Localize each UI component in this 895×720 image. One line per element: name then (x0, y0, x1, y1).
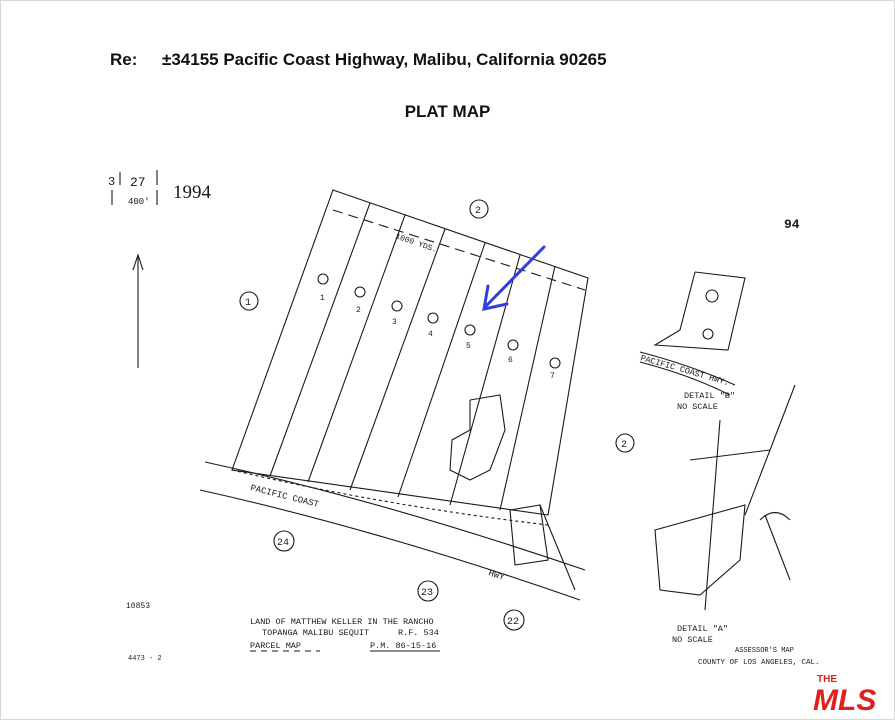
parcel-line (307, 214, 406, 483)
circled-number: 2 (475, 206, 481, 217)
legend-line-2: TOPANGA MALIBU SEQUIT (262, 628, 369, 638)
parcel-line (449, 254, 521, 506)
mls-logo: THE MLS (813, 674, 876, 714)
circled-number-ring (469, 199, 489, 219)
road-edge (199, 489, 581, 601)
detail-a-parcel (654, 504, 746, 596)
north-arrow-head-icon (132, 253, 144, 271)
lot-ring (427, 312, 439, 324)
detail-a-line (764, 514, 791, 581)
assessor-line-2: COUNTY OF LOS ANGELES, CAL. (698, 659, 820, 667)
lot-ring (507, 339, 519, 351)
circled-number: 24 (277, 538, 289, 549)
logo-big-text: MLS (813, 684, 876, 714)
circled-number-ring (503, 609, 525, 631)
lot-number: 7 (550, 372, 555, 381)
parcel-line (269, 202, 371, 477)
lot-number: 5 (466, 342, 471, 351)
detail-a-line (704, 419, 721, 611)
book-page: 27 (130, 175, 146, 190)
lot-ring (464, 324, 476, 336)
street-hwy: HWY (487, 568, 506, 583)
map-year: 1994 (173, 182, 212, 203)
sheet-number: 94 (784, 217, 800, 232)
location-arrow-icon (482, 245, 546, 311)
book-prefix: 3 (108, 175, 115, 189)
detail-b-scale: NO SCALE (677, 402, 718, 412)
lot-ring (391, 300, 403, 312)
legend-line-1: LAND OF MATTHEW KELLER IN THE RANCHO (250, 617, 434, 627)
detail-a-scale: NO SCALE (672, 635, 713, 645)
distance-label: 1000 YDS. (394, 232, 438, 255)
lower-line (539, 504, 576, 591)
legend-pm: P.M. 86-15-16 (370, 641, 436, 651)
parcel-line (499, 265, 556, 511)
lot-ring (354, 286, 366, 298)
road-edge (204, 461, 586, 571)
lot-number: 3 (392, 318, 397, 327)
circled-number-ring (417, 580, 439, 602)
lot-ring (317, 273, 329, 285)
property-address: ±34155 Pacific Coast Highway, Malibu, Ca… (162, 50, 607, 69)
logo-small-text: THE (817, 674, 837, 685)
building-footprint (449, 394, 506, 481)
assessor-line-1: ASSESSOR'S MAP (735, 647, 794, 655)
lot-number: 4 (428, 330, 433, 339)
map-scale: 400' (128, 197, 150, 207)
street-detail-b: PACIFIC COAST HWY. (639, 353, 730, 388)
circled-number: 2 (621, 440, 627, 451)
detail-a-line (689, 449, 771, 461)
page-title: PLAT MAP (404, 102, 491, 121)
detail-b-label: DETAIL "B" (684, 391, 735, 401)
tract-boundary (231, 189, 589, 516)
lot-number: 6 (508, 356, 513, 365)
parcel-line (397, 242, 486, 498)
parcel-line (349, 228, 446, 491)
lot-ring (702, 328, 714, 340)
detail-b-parcel (653, 271, 746, 351)
circled-number-ring (615, 433, 635, 453)
address-line: Re: ±34155 Pacific Coast Highway, Malibu,… (110, 50, 607, 70)
detail-b-road (639, 351, 736, 386)
circled-number: 23 (421, 588, 433, 599)
re-label: Re: (110, 50, 138, 69)
lot-ring (705, 289, 719, 303)
map-code: 10853 (126, 602, 150, 611)
lot-ring (549, 357, 561, 369)
legend-line-3: PARCEL MAP (250, 641, 301, 651)
legend-rf: R.F. 534 (398, 628, 439, 638)
circled-number-ring (239, 291, 259, 311)
detail-a-arc (759, 511, 791, 521)
bottom-left-code: 4473 - 2 (128, 655, 162, 663)
circled-number: 1 (245, 298, 251, 309)
lower-parcel (509, 504, 549, 566)
circled-number-ring (273, 530, 295, 552)
lot-number: 1 (320, 294, 325, 303)
detail-a-label: DETAIL "A" (677, 624, 728, 634)
detail-b-road (639, 361, 731, 396)
lot-number: 2 (356, 306, 361, 315)
circled-number: 22 (507, 617, 519, 628)
road-centerline (231, 469, 549, 526)
dashed-line (332, 209, 586, 291)
